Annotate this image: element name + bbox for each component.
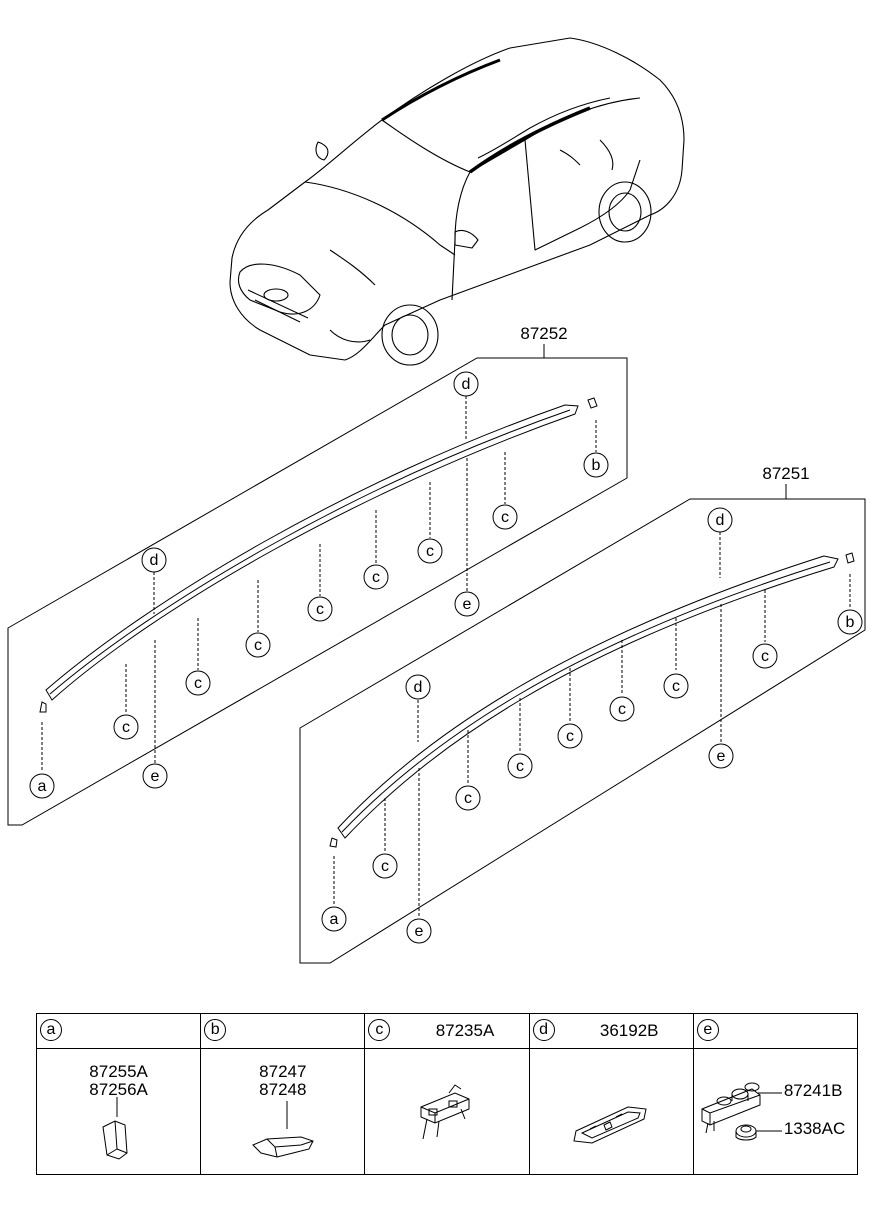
svg-text:c: c xyxy=(618,701,626,718)
assembly-87251-label: 87251 xyxy=(762,464,809,483)
callout: d xyxy=(405,674,431,700)
callout: e xyxy=(708,743,734,769)
legend-letter-e: e xyxy=(696,1019,719,1041)
parts-diagram: 87252 87251 xyxy=(7,37,866,964)
callout: d xyxy=(707,507,733,533)
svg-text:e: e xyxy=(717,748,726,765)
part-code: 1338AC xyxy=(783,1119,846,1138)
callout: c xyxy=(417,538,443,564)
callout: c xyxy=(245,632,271,658)
legend-header-b: b xyxy=(201,1014,365,1049)
svg-text:e: e xyxy=(463,596,472,613)
svg-text:d: d xyxy=(462,376,471,393)
svg-text:c: c xyxy=(672,678,680,695)
svg-text:c: c xyxy=(426,543,434,560)
svg-text:c: c xyxy=(464,790,472,807)
part-code: 87248 xyxy=(259,1080,307,1099)
assembly-87252-label: 87252 xyxy=(520,324,567,343)
callout: c xyxy=(363,564,389,590)
legend-cell-c: c 87235A xyxy=(365,1014,530,1174)
tape-icon xyxy=(573,1106,647,1144)
callout: c xyxy=(307,596,333,622)
svg-text:e: e xyxy=(151,768,160,785)
legend-header-a: a xyxy=(37,1014,201,1049)
legend-cell-e: e 87241B xyxy=(693,1014,858,1174)
legend-letter-a: a xyxy=(40,1019,62,1041)
callout: b xyxy=(583,452,609,478)
callout: a xyxy=(29,773,55,799)
callout: c xyxy=(113,714,139,740)
legend-cell-a: a 87255A 87256A xyxy=(37,1014,202,1174)
callout: d xyxy=(141,547,167,573)
callout: c xyxy=(185,670,211,696)
svg-text:c: c xyxy=(761,648,769,665)
svg-text:e: e xyxy=(415,923,424,940)
legend-codes-a: 87255A 87256A xyxy=(37,1063,200,1099)
svg-text:b: b xyxy=(592,457,601,474)
legend-head-code-d: 36192B xyxy=(599,1021,659,1040)
end-cap-icon xyxy=(102,1097,128,1160)
svg-text:a: a xyxy=(330,911,339,928)
legend-header-e: e xyxy=(693,1014,858,1049)
svg-text:c: c xyxy=(194,675,202,692)
legend-codes-b: 87247 87248 xyxy=(201,1063,364,1099)
callout: e xyxy=(406,918,432,944)
svg-text:d: d xyxy=(414,679,423,696)
callout: c xyxy=(609,696,635,722)
svg-text:b: b xyxy=(846,614,855,631)
callout: e xyxy=(454,591,480,617)
parts-legend-table: a 87255A 87256A b 87247 xyxy=(36,1013,858,1175)
clip-icon xyxy=(420,1084,470,1140)
callout: c xyxy=(752,643,778,669)
svg-text:c: c xyxy=(516,758,524,775)
callout: e xyxy=(142,763,168,789)
assembly-frame-87251 xyxy=(299,498,866,964)
legend-letter-c: c xyxy=(368,1019,391,1041)
legend-cell-d: d 36192B xyxy=(529,1014,694,1174)
legend-cell-b: b 87247 87248 xyxy=(201,1014,366,1174)
legend-letter-d: d xyxy=(532,1019,555,1041)
callout: c xyxy=(557,723,583,749)
legend-header-d: d 36192B xyxy=(529,1014,693,1049)
roof-molding-icon xyxy=(329,552,855,848)
nut-icon xyxy=(701,1082,782,1141)
svg-text:c: c xyxy=(381,858,389,875)
svg-text:c: c xyxy=(566,728,574,745)
svg-text:d: d xyxy=(716,512,725,529)
callout: b xyxy=(837,609,863,635)
svg-text:c: c xyxy=(316,601,324,618)
legend-letter-b: b xyxy=(204,1019,227,1041)
roof-molding-icon xyxy=(39,397,598,713)
svg-text:d: d xyxy=(150,552,159,569)
assembly-frame-87252 xyxy=(7,357,628,826)
callout: c xyxy=(372,853,398,879)
svg-text:c: c xyxy=(122,719,130,736)
callout: a xyxy=(321,906,347,932)
callout: c xyxy=(455,785,481,811)
legend-head-code-c: 87235A xyxy=(435,1021,495,1040)
callout: c xyxy=(663,673,689,699)
callout: c xyxy=(507,753,533,779)
part-code: 87241B xyxy=(783,1081,843,1100)
svg-text:c: c xyxy=(254,637,262,654)
callout: d xyxy=(453,371,479,397)
callout: c xyxy=(492,504,518,530)
car-icon xyxy=(229,37,685,366)
part-code: 87256A xyxy=(89,1080,148,1099)
svg-text:c: c xyxy=(372,569,380,586)
svg-text:a: a xyxy=(38,778,47,795)
part-code: 87255A xyxy=(89,1062,148,1081)
end-cap-icon xyxy=(252,1101,314,1158)
legend-header-c: c 87235A xyxy=(365,1014,529,1049)
part-code: 87247 xyxy=(259,1062,307,1081)
svg-text:c: c xyxy=(501,509,509,526)
